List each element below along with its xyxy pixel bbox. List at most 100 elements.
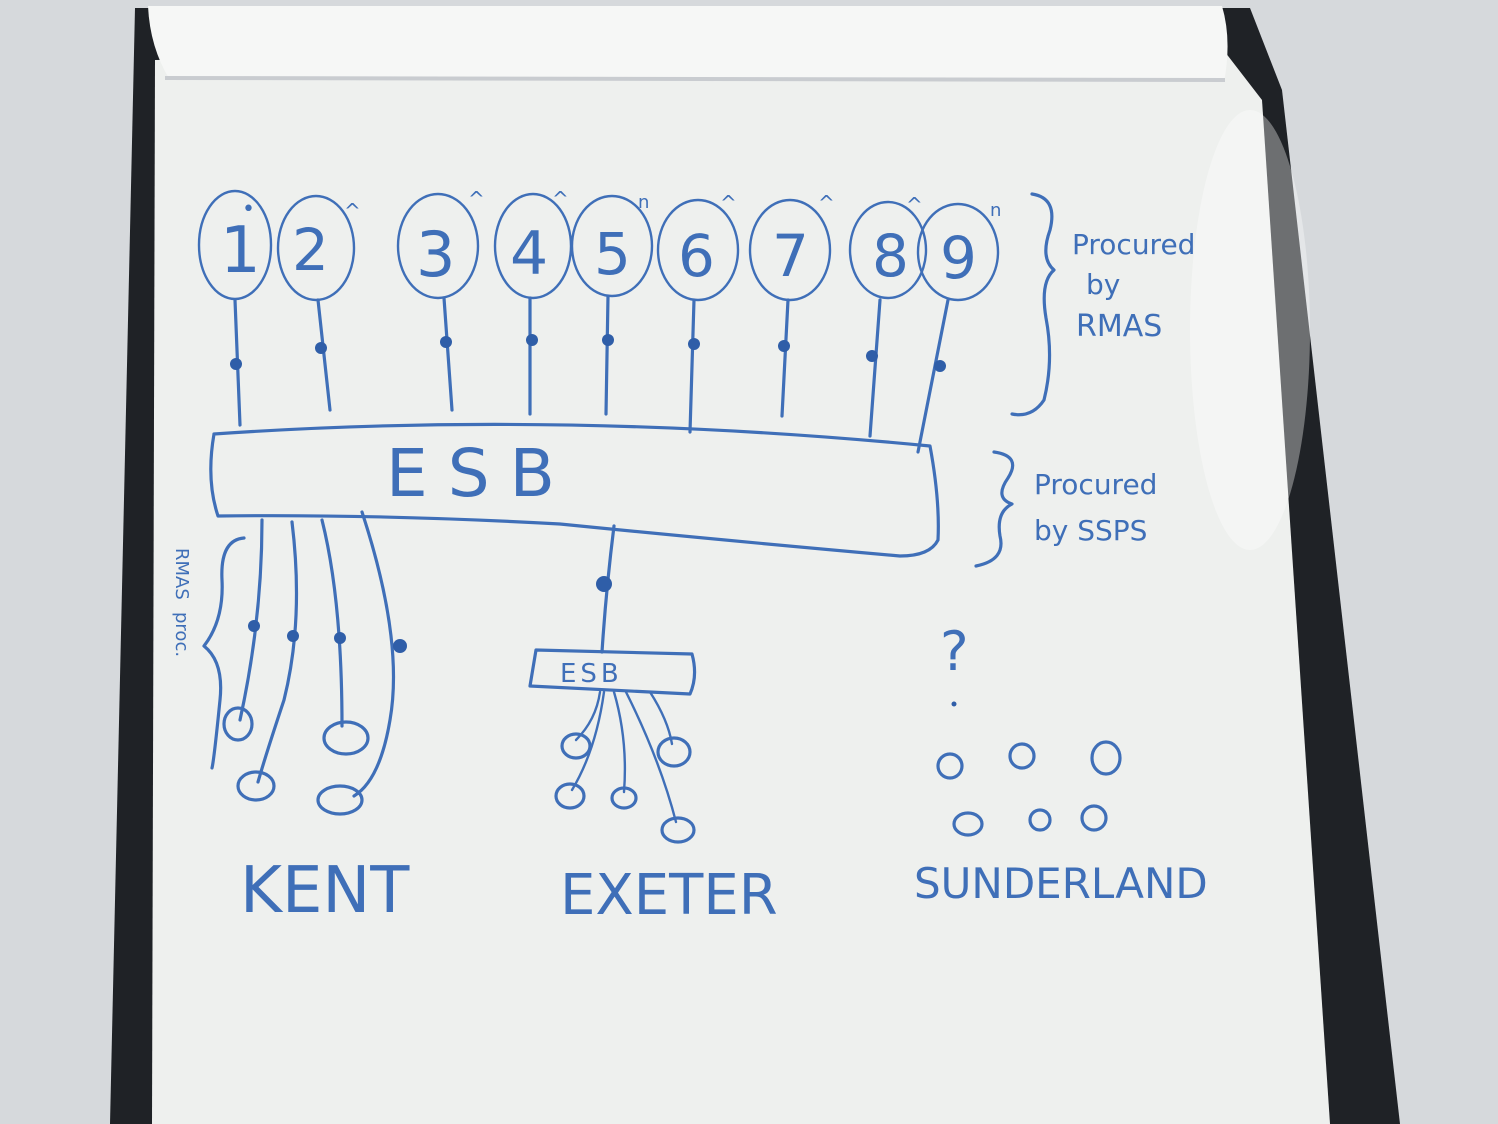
service-line [868, 298, 882, 438]
exeter-link [624, 690, 678, 824]
kent-connector-dot [334, 632, 346, 644]
service-connector-dot [315, 342, 327, 354]
service-label: 7 [772, 222, 809, 290]
service-connector-dot [526, 334, 538, 346]
service-9: 9 n [916, 200, 1001, 454]
kent-connector-dot [393, 639, 407, 653]
paper-sheet [152, 52, 1330, 1124]
service-connector-dot [602, 334, 614, 346]
service-line [780, 298, 790, 418]
service-line [916, 298, 950, 454]
paper-roll [148, 6, 1228, 82]
service-marker: ^ [468, 187, 485, 211]
site-label-kent: KENT [240, 854, 410, 928]
service-circle [748, 198, 832, 302]
esb-outline [209, 422, 940, 558]
brace-top-line-1: Procured [1072, 228, 1195, 261]
exeter-link [648, 690, 674, 746]
kent-link-2 [256, 520, 299, 784]
exeter-node [554, 782, 586, 810]
exeter-node [610, 786, 638, 810]
service-6: 6 ^ [656, 191, 740, 434]
curly-brace [974, 450, 1015, 568]
service-marker: n [990, 200, 1001, 221]
exeter-node [560, 732, 592, 760]
service-connector-dot [934, 360, 946, 372]
sunderland-node [1008, 742, 1036, 770]
exeter-cluster: ESB EXETER [528, 524, 778, 928]
service-label: 1 [220, 214, 261, 288]
kent-node [236, 770, 276, 802]
service-line [688, 298, 696, 434]
exeter-link [574, 690, 602, 742]
service-marker: ^ [720, 191, 737, 215]
service-circle [396, 192, 480, 300]
service-8: 8 ^ [848, 193, 928, 438]
brace-left-line-2: proc. [171, 612, 192, 657]
service-2: 2 ^ [276, 194, 361, 412]
service-line [604, 294, 610, 416]
service-circle [916, 202, 1000, 302]
service-connector-dot [230, 358, 242, 370]
service-marker: ^ [818, 191, 835, 215]
service-connector-dot [778, 340, 790, 352]
service-marker: • [242, 197, 255, 222]
service-circle [276, 194, 356, 302]
brace-left-text: RMAS proc. [171, 548, 192, 657]
service-marker: ^ [906, 193, 923, 217]
service-label: 8 [872, 222, 909, 290]
exeter-connector-dot [596, 576, 612, 592]
service-5: 5 n [570, 192, 654, 416]
exeter-node [656, 736, 692, 768]
brace-top-line-3: RMAS [1076, 309, 1162, 344]
service-circle [848, 200, 928, 300]
kent-node [316, 784, 364, 816]
service-circle [656, 198, 740, 302]
exeter-link [612, 690, 627, 794]
curly-brace [202, 536, 246, 770]
kent-node [222, 706, 254, 742]
service-1: 1 • [197, 189, 273, 427]
service-label: 9 [940, 224, 977, 292]
service-marker: n [638, 192, 649, 213]
service-marker: ^ [552, 187, 569, 211]
service-label: 2 [292, 216, 329, 284]
service-connector-dot [866, 350, 878, 362]
esb-label: ESB [386, 435, 575, 512]
brace-rmas-top: Procured by RMAS [1010, 192, 1195, 417]
esb-bus: ESB [209, 422, 940, 558]
exeter-node [660, 816, 696, 844]
sunderland-question: ? [940, 620, 969, 683]
kent-link-1 [238, 518, 264, 722]
service-label: 5 [594, 220, 631, 288]
exeter-esb-outline [528, 648, 697, 696]
service-connector-dot [688, 338, 700, 350]
brace-mid-line-1: Procured [1034, 468, 1157, 501]
service-7: 7 ^ [748, 191, 835, 418]
paper-roll-shadow [164, 76, 1226, 82]
service-marker: ^ [344, 199, 361, 223]
sunderland-node [1028, 808, 1052, 832]
sunderland-cluster: ? SUNDERLAND [914, 620, 1208, 908]
sunderland-node [952, 811, 984, 837]
sunderland-node [1090, 740, 1122, 776]
service-label: 4 [510, 219, 548, 289]
brace-ssps: Procured by SSPS [974, 450, 1157, 568]
exeter-link [570, 690, 606, 792]
service-3: 3 ^ [396, 187, 485, 412]
kent-node [322, 720, 370, 756]
sunderland-node [1080, 804, 1108, 832]
light-glare [1190, 110, 1310, 550]
kent-link-3 [320, 518, 344, 728]
site-label-exeter: EXETER [560, 863, 778, 928]
kent-connector-dot [248, 620, 260, 632]
service-connector-dot [440, 336, 452, 348]
sunderland-node [936, 752, 964, 780]
curly-brace [1010, 192, 1056, 417]
kent-connector-dot [287, 630, 299, 642]
service-line [442, 296, 454, 412]
service-circle [570, 194, 654, 298]
service-nodes: 1 • 2 ^ 3 ^ 4 ^ 5 n [197, 187, 1001, 454]
exeter-esb-label: ESB [560, 659, 623, 689]
